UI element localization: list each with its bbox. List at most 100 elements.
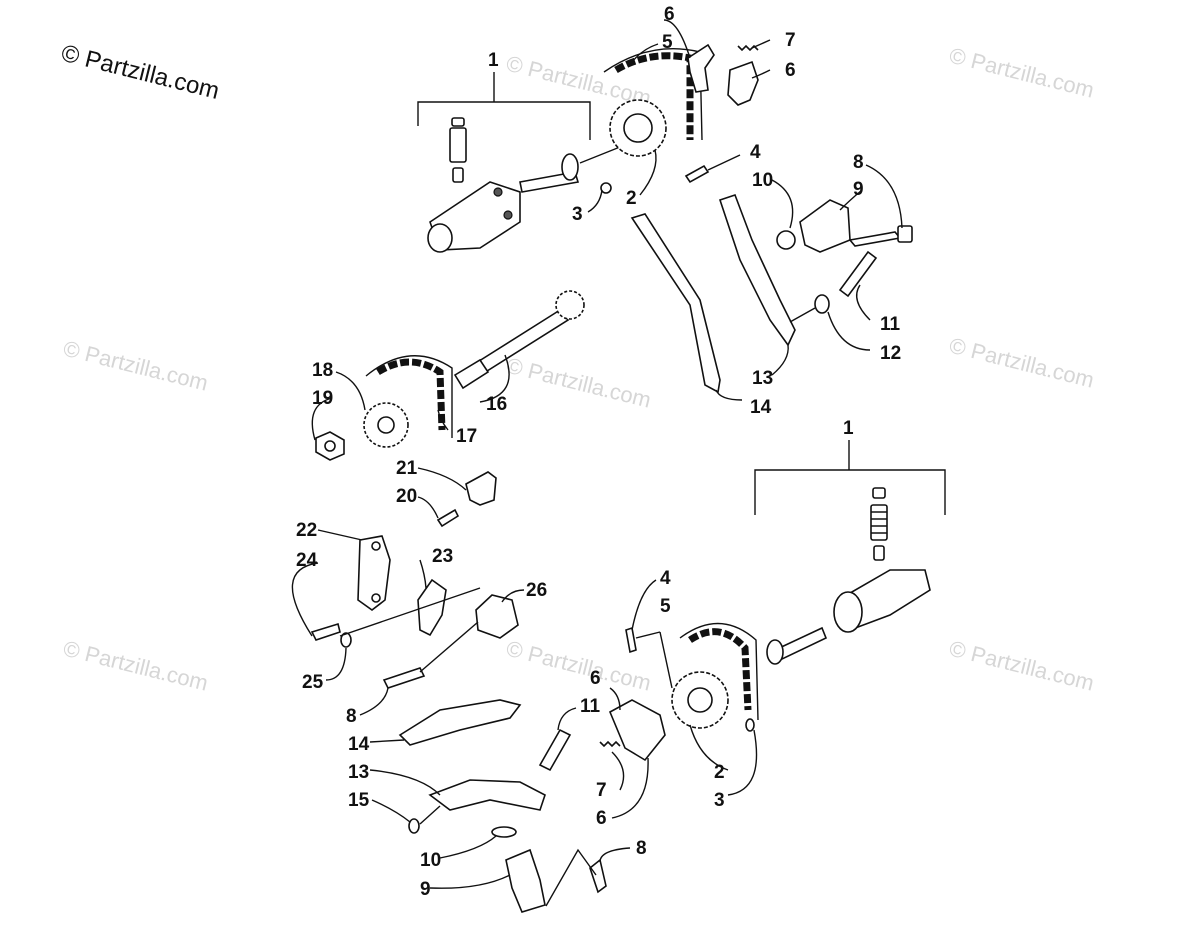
callout-leaders — [291, 19, 903, 889]
watermark: © Partzilla.com — [61, 636, 211, 696]
camshaft-holder-end — [833, 591, 863, 633]
pivot-bolt — [838, 250, 878, 298]
callout-10: 10 — [420, 850, 441, 871]
bolt — [589, 858, 607, 894]
callout-3: 3 — [714, 790, 725, 811]
camshaft-flange — [561, 153, 579, 181]
camshaft-holder — [427, 223, 453, 253]
bolt-hole — [371, 541, 381, 551]
callout-2: 2 — [626, 188, 637, 209]
callout-11: 11 — [580, 696, 601, 717]
guide-bolt — [310, 622, 341, 641]
callout-17: 17 — [456, 426, 477, 447]
callout-8: 8 — [853, 152, 864, 173]
callout-9: 9 — [420, 879, 431, 900]
callout-22: 22 — [296, 520, 317, 541]
leader-line — [419, 805, 441, 825]
pivot-bolt — [538, 728, 572, 772]
decompressor-weight — [608, 699, 666, 762]
chain-guide — [398, 699, 522, 746]
callout-10: 10 — [752, 170, 773, 191]
o-ring — [600, 182, 612, 194]
callout-24: 24 — [296, 550, 318, 571]
crank-sprocket — [555, 290, 585, 320]
bolt-hole — [371, 593, 381, 603]
o-ring — [491, 826, 517, 838]
crank-section — [315, 290, 585, 528]
bottom-camshaft-assembly — [310, 440, 946, 913]
leader-line — [635, 631, 661, 639]
valve-spring — [870, 504, 888, 541]
bracket — [465, 471, 497, 506]
timing-chain — [365, 355, 453, 438]
pin — [873, 545, 885, 561]
bolt — [684, 164, 710, 184]
watermark: © Partzilla.com — [61, 336, 211, 396]
callout-14: 14 — [750, 397, 772, 418]
callout-6: 6 — [664, 4, 675, 25]
callout-14: 14 — [348, 734, 370, 755]
callout-13: 13 — [752, 368, 773, 389]
watermark: © Partzilla.com — [947, 636, 1097, 696]
bolt — [436, 508, 460, 528]
callout-20: 20 — [396, 486, 417, 507]
callout-numbers: 1 6 5 7 6 4 8 10 9 3 2 11 12 13 14 18 19… — [296, 4, 901, 900]
callout-26: 26 — [526, 580, 547, 601]
watermark: © Partzilla.com — [504, 353, 654, 413]
shaft-spline — [453, 358, 490, 390]
callout-12: 12 — [880, 343, 901, 364]
bolt — [382, 667, 426, 689]
cam-sprocket-hub — [687, 687, 713, 713]
leader-line — [789, 307, 816, 323]
callout-5: 5 — [662, 32, 673, 53]
tensioner-guide — [718, 193, 796, 347]
callout-19: 19 — [312, 388, 333, 409]
watermarks: © Partzilla.com © Partzilla.com © Partzi… — [61, 43, 1097, 696]
timing-chain — [688, 628, 752, 711]
crank-gear-hub — [377, 416, 395, 434]
leader-line — [659, 631, 673, 689]
callout-6: 6 — [785, 60, 796, 81]
chain-tensioner — [505, 848, 546, 913]
callout-7: 7 — [596, 780, 607, 801]
bolt — [625, 626, 637, 654]
leader-line — [545, 848, 597, 907]
callout-15: 15 — [348, 790, 370, 811]
callout-7: 7 — [785, 30, 796, 51]
timing-chain — [376, 358, 446, 431]
guide-clip — [417, 578, 447, 637]
callout-4: 4 — [750, 142, 761, 163]
bolt-hole — [493, 187, 503, 197]
assembly-bracket — [417, 101, 591, 140]
callout-5: 5 — [660, 596, 671, 617]
assembly-bracket — [754, 469, 946, 515]
callout-4: 4 — [660, 568, 671, 589]
bolt-hole — [503, 210, 513, 220]
pin — [452, 167, 464, 183]
callout-13: 13 — [348, 762, 369, 783]
o-ring — [776, 230, 796, 250]
leader-line — [339, 587, 481, 637]
nut-hole — [324, 440, 336, 452]
valve-spring — [449, 127, 467, 163]
watermark: © Partzilla.com — [947, 333, 1097, 393]
leader-line — [707, 154, 741, 171]
copyright-text: © Partzilla.com — [59, 40, 222, 105]
o-ring — [745, 718, 755, 732]
washer — [408, 818, 420, 834]
chain-guide — [630, 213, 721, 394]
callout-8: 8 — [636, 838, 647, 859]
cam-sprocket-hub — [623, 113, 653, 143]
tensioner-guide — [428, 779, 546, 811]
callout-2: 2 — [714, 762, 725, 783]
callout-25: 25 — [302, 672, 324, 693]
callout-9: 9 — [853, 179, 864, 200]
decompressor-spring — [599, 740, 621, 748]
valve-spring-cap — [872, 487, 886, 499]
decompressor-weight — [727, 60, 759, 106]
top-camshaft-assembly — [417, 43, 913, 394]
callout-21: 21 — [396, 458, 418, 479]
callout-18: 18 — [312, 360, 333, 381]
valve-spring — [451, 117, 465, 127]
